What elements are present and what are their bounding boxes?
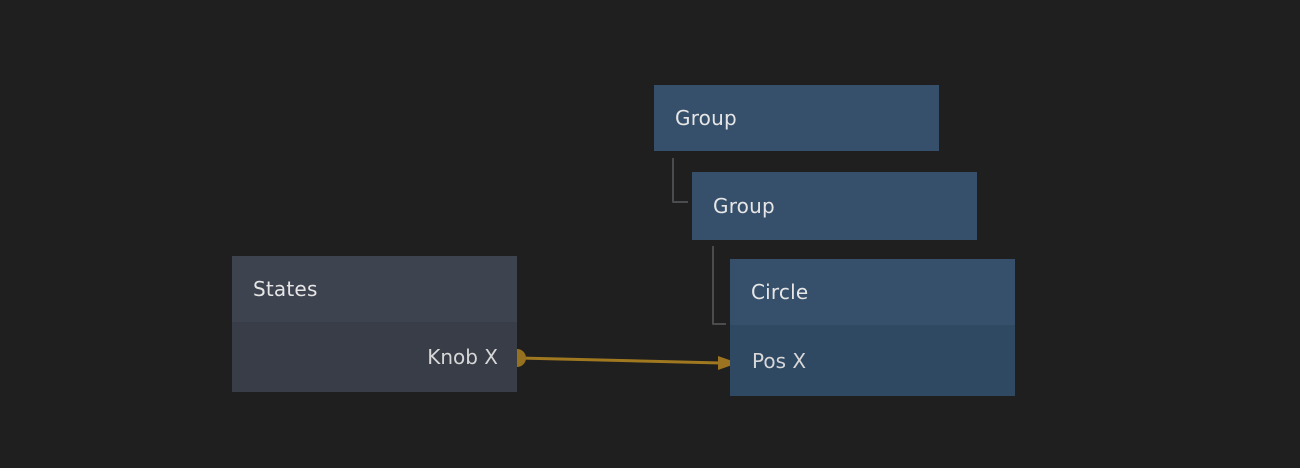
node-group-2[interactable]: Group: [692, 172, 977, 240]
node-states-row-knob-x[interactable]: Knob X: [232, 322, 517, 392]
node-states-title: States: [253, 277, 318, 301]
node-circle-title: Circle: [751, 280, 809, 304]
node-circle-header[interactable]: Circle: [730, 259, 1015, 325]
node-states-header[interactable]: States: [232, 256, 517, 322]
connection-arrowhead-icon: [718, 356, 738, 370]
node-states[interactable]: States Knob X: [232, 256, 517, 392]
tree-connector-group2-circle: [712, 246, 726, 325]
node-group-1-header[interactable]: Group: [654, 85, 939, 151]
connection-knobx-to-posx[interactable]: [508, 349, 738, 370]
node-group-1-title: Group: [675, 106, 737, 130]
node-circle-row-pos-x[interactable]: Pos X: [730, 325, 1015, 396]
connection-wire[interactable]: [517, 356, 723, 365]
node-group-2-header[interactable]: Group: [692, 172, 977, 240]
node-group-2-title: Group: [713, 194, 775, 218]
node-circle[interactable]: Circle Pos X: [730, 259, 1015, 396]
input-label-pos-x: Pos X: [752, 348, 807, 373]
output-label-knob-x: Knob X: [427, 345, 498, 369]
node-group-1[interactable]: Group: [654, 85, 939, 151]
tree-connector-group1-group2: [672, 158, 688, 203]
